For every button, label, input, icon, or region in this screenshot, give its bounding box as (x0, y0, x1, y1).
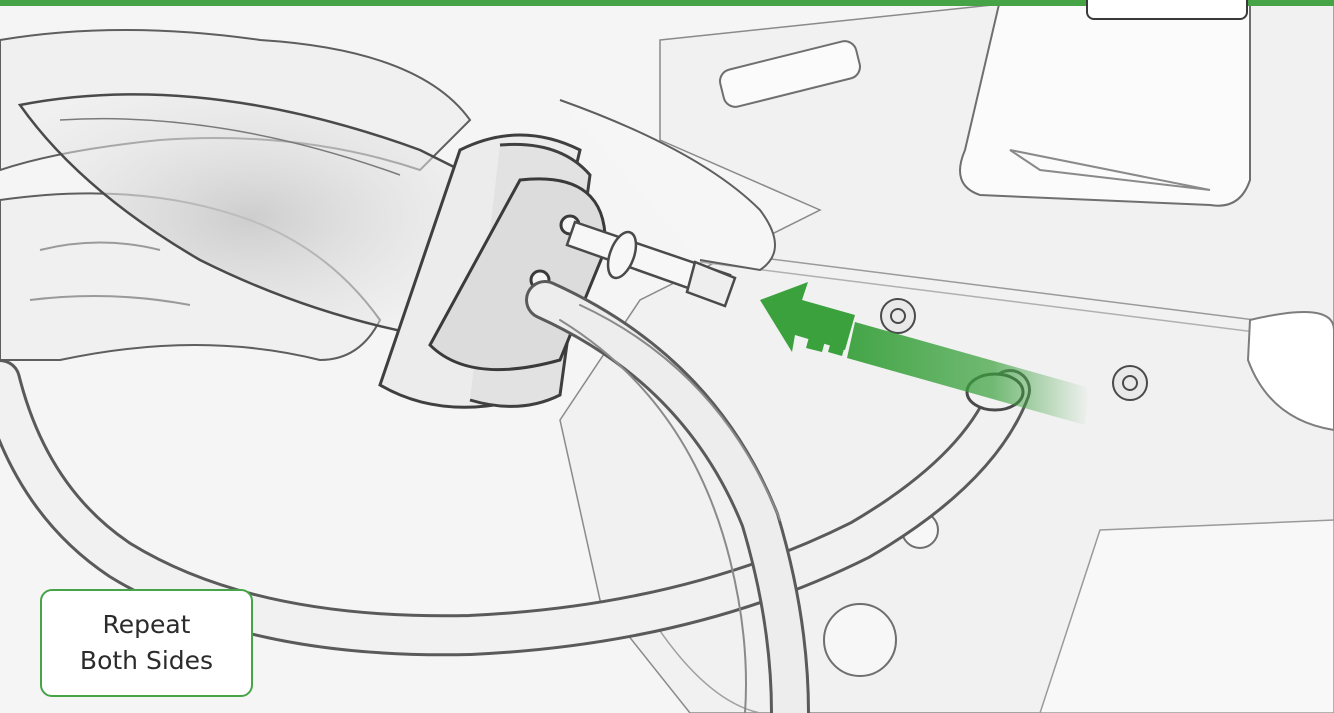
callout-line-2: Both Sides (80, 643, 213, 679)
step-label-box (1086, 0, 1248, 20)
callout-line-1: Repeat (102, 607, 190, 643)
repeat-callout: Repeat Both Sides (40, 589, 253, 697)
